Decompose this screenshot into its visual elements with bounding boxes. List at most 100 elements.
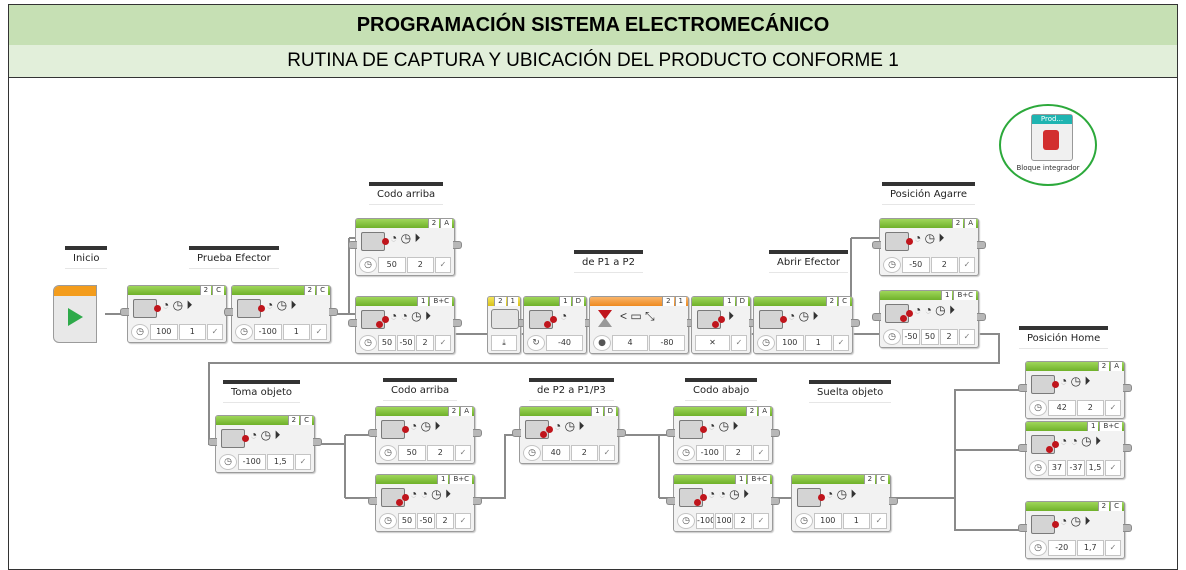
block-glyphs: ◔ ◷ ⏵ <box>162 298 193 312</box>
block-value[interactable]: 2 <box>930 256 958 273</box>
checkmark-icon[interactable]: ✓ <box>1105 399 1121 416</box>
block-value[interactable]: 1 <box>178 323 206 340</box>
block-value[interactable]: -100 <box>696 444 724 461</box>
checkmark-icon[interactable]: ✓ <box>295 453 311 470</box>
block-glyphs: < ▭ ⤡ <box>620 309 655 323</box>
checkmark-icon[interactable]: ✓ <box>435 256 451 273</box>
checkmark-icon[interactable]: ✓ <box>599 444 615 461</box>
block-port: 2 <box>427 219 440 228</box>
block-value[interactable]: 100 <box>814 512 842 529</box>
block-value[interactable]: 100 <box>150 323 178 340</box>
integrator-block[interactable]: Prod... <box>1031 114 1073 161</box>
checkmark-icon[interactable]: ✓ <box>311 323 327 340</box>
block-value[interactable]: 2 <box>406 256 434 273</box>
block-value[interactable]: 2 <box>416 334 434 351</box>
block-value[interactable]: 2 <box>1076 399 1104 416</box>
block-value[interactable]: 2 <box>940 328 958 345</box>
start-block[interactable] <box>53 285 97 343</box>
block-value[interactable]: 2 <box>426 444 454 461</box>
off-icon[interactable]: ✕ <box>695 334 730 351</box>
checkmark-icon[interactable]: ✓ <box>1105 539 1121 556</box>
block-value[interactable]: 2 <box>734 512 752 529</box>
play-icon[interactable] <box>68 308 83 326</box>
block-value[interactable]: 40 <box>542 444 570 461</box>
block-value[interactable]: -20 <box>1048 539 1076 556</box>
checkmark-icon[interactable]: ✓ <box>833 334 849 351</box>
block-value[interactable]: 1 <box>804 334 832 351</box>
block-value[interactable]: -50 <box>417 512 435 529</box>
block-value[interactable]: 2 <box>436 512 454 529</box>
block-value[interactable]: 4 <box>612 334 648 351</box>
block-port: A <box>964 219 976 228</box>
block-value[interactable]: 50 <box>398 444 426 461</box>
block-value[interactable]: -37 <box>1067 459 1085 476</box>
tank-motor-icon <box>361 310 389 329</box>
checkmark-icon[interactable]: ✓ <box>435 334 451 351</box>
clock-icon: ◷ <box>1029 539 1047 556</box>
checkmark-icon[interactable]: ✓ <box>753 512 769 529</box>
block-value[interactable]: 1,5 <box>1086 459 1104 476</box>
block-value[interactable]: 100 <box>776 334 804 351</box>
block-value[interactable]: -50 <box>902 328 920 345</box>
block-value[interactable]: 37 <box>1048 459 1066 476</box>
checkmark-icon[interactable]: ✓ <box>753 444 769 461</box>
block-value[interactable]: 2 <box>724 444 752 461</box>
block-value[interactable]: 1 <box>842 512 870 529</box>
block-value[interactable]: 50 <box>921 328 939 345</box>
block-port: 1 <box>591 407 603 416</box>
clock-icon: ◷ <box>795 512 813 529</box>
block-port: A <box>758 407 770 416</box>
block-value[interactable]: 1 <box>282 323 310 340</box>
checkmark-icon[interactable]: ✓ <box>731 334 747 351</box>
block-port: A <box>460 407 472 416</box>
block-value[interactable]: 100 <box>715 512 733 529</box>
block-value[interactable]: 1,5 <box>266 453 294 470</box>
block-value[interactable]: -100 <box>696 512 714 529</box>
block-value[interactable]: 50 <box>378 256 406 273</box>
block-value[interactable]: 1,7 <box>1076 539 1104 556</box>
block-value[interactable]: -100 <box>238 453 266 470</box>
block-value[interactable]: 50 <box>398 512 416 529</box>
checkmark-icon[interactable]: ✓ <box>959 256 975 273</box>
checkmark-icon[interactable]: ✓ <box>455 444 471 461</box>
block-value[interactable]: -50 <box>397 334 415 351</box>
block-value[interactable]: -100 <box>254 323 282 340</box>
checkmark-icon[interactable]: ✓ <box>455 512 471 529</box>
stop-icon: ⏵ <box>728 309 735 323</box>
block-value[interactable]: 42 <box>1048 399 1076 416</box>
checkmark-icon[interactable]: ✓ <box>1105 459 1121 476</box>
tank-motor-icon <box>679 488 707 507</box>
download-icon[interactable]: ⤓ <box>491 334 517 351</box>
block-value[interactable]: 50 <box>378 334 396 351</box>
checkmark-icon[interactable]: ✓ <box>207 323 223 340</box>
block-glyphs: ◔ ◔ ◷ ⏵ <box>410 487 451 501</box>
checkmark-icon[interactable]: ✓ <box>959 328 975 345</box>
hourglass-icon <box>598 310 612 327</box>
block-value[interactable]: -80 <box>649 334 685 351</box>
checkmark-icon[interactable]: ✓ <box>871 512 887 529</box>
block-value[interactable]: 2 <box>570 444 598 461</box>
block-value[interactable]: -50 <box>902 256 930 273</box>
block-value[interactable]: -40 <box>546 334 583 351</box>
